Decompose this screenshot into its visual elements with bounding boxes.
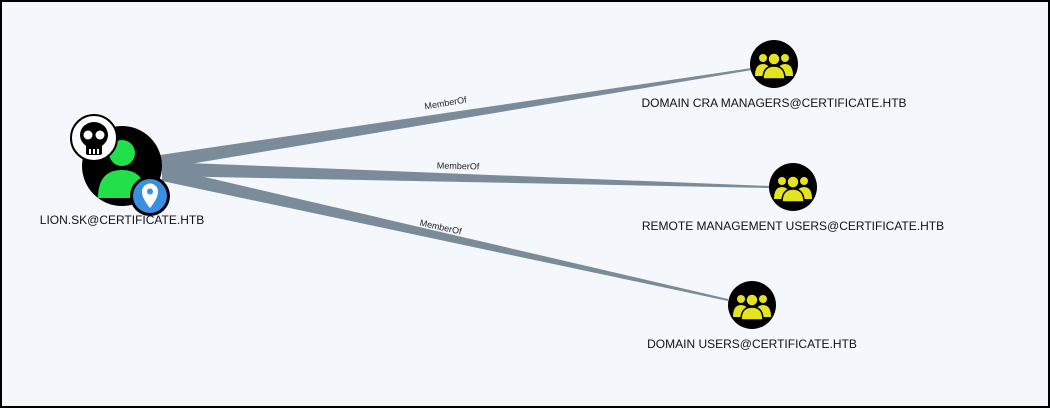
skull-icon [70,114,118,162]
edge-memberof-rmu[interactable]: MemberOf [162,160,770,188]
edge-wedge [162,167,728,301]
node-source-user[interactable]: LION.SK@CERTIFICATE.HTB [40,114,204,227]
group-icon [755,52,793,80]
edge-label-rmu: MemberOf [437,160,480,171]
edge-wedge [160,68,752,169]
edges: MemberOf MemberOf MemberOf [160,68,770,301]
edge-wedge [162,162,770,188]
node-label-source: LION.SK@CERTIFICATE.HTB [40,213,204,227]
group-icon [733,293,771,321]
node-group-cra[interactable]: DOMAIN CRA MANAGERS@CERTIFICATE.HTB [641,40,907,110]
edge-label-cra: MemberOf [424,94,468,111]
location-pin-icon [130,176,170,216]
node-group-du[interactable]: DOMAIN USERS@CERTIFICATE.HTB [647,281,857,351]
edge-memberof-du[interactable]: MemberOf [162,167,728,301]
node-label-du: DOMAIN USERS@CERTIFICATE.HTB [647,337,857,351]
group-icon [774,175,812,203]
node-label-cra: DOMAIN CRA MANAGERS@CERTIFICATE.HTB [641,96,906,110]
node-group-rmu[interactable]: REMOTE MANAGEMENT USERS@CERTIFICATE.HTB [642,163,944,233]
node-label-rmu: REMOTE MANAGEMENT USERS@CERTIFICATE.HTB [642,219,944,233]
edge-memberof-cra[interactable]: MemberOf [160,68,752,169]
